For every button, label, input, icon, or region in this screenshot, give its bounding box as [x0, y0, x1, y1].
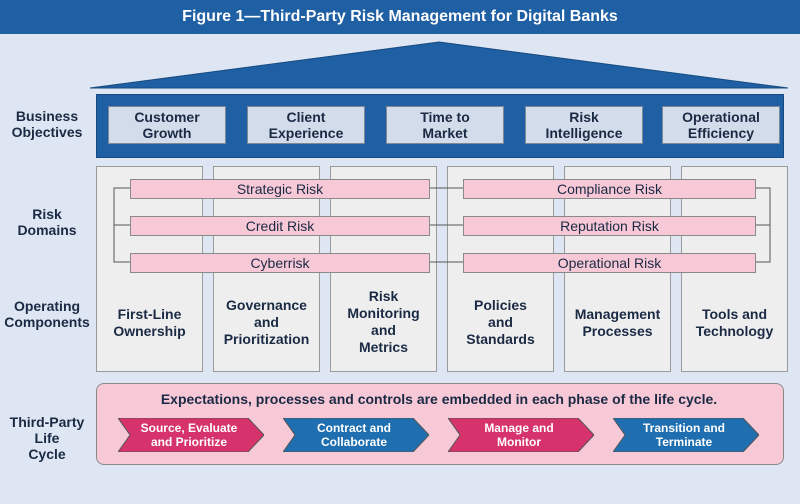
- phase-line: Source, Evaluate: [140, 421, 238, 435]
- objective-line: Efficiency: [687, 125, 755, 141]
- component-risk-monitoring: Risk Monitoring and Metrics: [330, 288, 437, 356]
- row-label-components-l2: Components: [4, 314, 90, 330]
- phase-line: Monitor: [497, 435, 541, 449]
- objective-line: Risk: [569, 109, 599, 125]
- phase-manage: Manage and Monitor: [454, 421, 584, 449]
- phase-line: Terminate: [655, 435, 713, 449]
- component-line: Tools and: [701, 306, 768, 322]
- row-label-lifecycle-l1: Third-Party Life: [9, 414, 85, 446]
- phase-line: Contract and: [316, 421, 391, 435]
- component-tools-technology: Tools and Technology: [681, 306, 788, 340]
- risk-operational: Operational Risk: [463, 253, 756, 273]
- chevron-shape: [448, 418, 594, 452]
- lifecycle-statement: Expectations, processes and controls are…: [160, 391, 718, 407]
- component-policies: Policies and Standards: [447, 297, 554, 348]
- phase-line: Transition and: [642, 421, 725, 435]
- objective-line: Growth: [142, 125, 192, 141]
- component-line: and: [371, 322, 396, 338]
- risk-compliance: Compliance Risk: [463, 179, 756, 199]
- component-line: Processes: [582, 323, 653, 339]
- chevron-shape: [118, 418, 264, 452]
- component-line: Risk: [368, 288, 399, 304]
- phase-contract: Contract and Collaborate: [289, 421, 419, 449]
- component-line: Monitoring: [347, 305, 420, 321]
- component-line: Metrics: [358, 339, 409, 355]
- phase-source-evaluate: Source, Evaluate and Prioritize: [124, 421, 254, 449]
- component-line: Prioritization: [223, 331, 310, 347]
- component-line: Standards: [466, 331, 535, 347]
- row-label-domains-l1: Risk: [32, 206, 62, 222]
- chevron-contract: [283, 418, 429, 452]
- phase-line: Manage and: [484, 421, 554, 435]
- risk-credit: Credit Risk: [130, 216, 430, 236]
- chevron-manage: [448, 418, 594, 452]
- component-line: Governance: [226, 297, 307, 313]
- risk-strategic: Strategic Risk: [130, 179, 430, 199]
- component-line: Policies: [474, 297, 527, 313]
- row-label-components: Operating Components: [4, 298, 90, 330]
- row-label-lifecycle: Third-Party Life Cycle: [4, 414, 90, 462]
- figure-title: Figure 1—Third-Party Risk Management for…: [0, 0, 800, 34]
- phase-transition: Transition and Terminate: [619, 421, 749, 449]
- objective-line: Client: [286, 109, 326, 125]
- chevron-source-evaluate: [118, 418, 264, 452]
- objective-line: Market: [422, 125, 468, 141]
- component-line: First-Line: [117, 306, 182, 322]
- chevron-transition: [613, 418, 759, 452]
- component-line: and: [254, 314, 279, 330]
- chevron-shape: [283, 418, 429, 452]
- objective-line: Operational: [682, 109, 760, 125]
- component-line: Ownership: [113, 323, 186, 339]
- row-label-objectives-l1: Business: [15, 108, 79, 124]
- objective-line: Intelligence: [545, 125, 623, 141]
- phase-line: Collaborate: [320, 435, 387, 449]
- component-governance: Governance and Prioritization: [213, 297, 320, 348]
- component-line: Technology: [695, 323, 774, 339]
- row-label-lifecycle-l2: Cycle: [28, 446, 66, 462]
- component-line: Management: [574, 306, 661, 322]
- row-label-domains: Risk Domains: [4, 206, 90, 238]
- row-label-objectives-l2: Objectives: [11, 124, 83, 140]
- risk-cyber: Cyberrisk: [130, 253, 430, 273]
- risk-reputation: Reputation Risk: [463, 216, 756, 236]
- row-label-domains-l2: Domains: [17, 222, 77, 238]
- chevron-shape: [613, 418, 759, 452]
- row-label-objectives: Business Objectives: [4, 108, 90, 140]
- objective-line: Customer: [134, 109, 200, 125]
- component-line: and: [488, 314, 513, 330]
- row-label-components-l1: Operating: [13, 298, 81, 314]
- objective-line: Experience: [268, 125, 344, 141]
- phase-line: and Prioritize: [150, 435, 227, 449]
- component-first-line-ownership: First-Line Ownership: [96, 306, 203, 340]
- objective-line: Time to: [420, 109, 470, 125]
- component-management-processes: Management Processes: [564, 306, 671, 340]
